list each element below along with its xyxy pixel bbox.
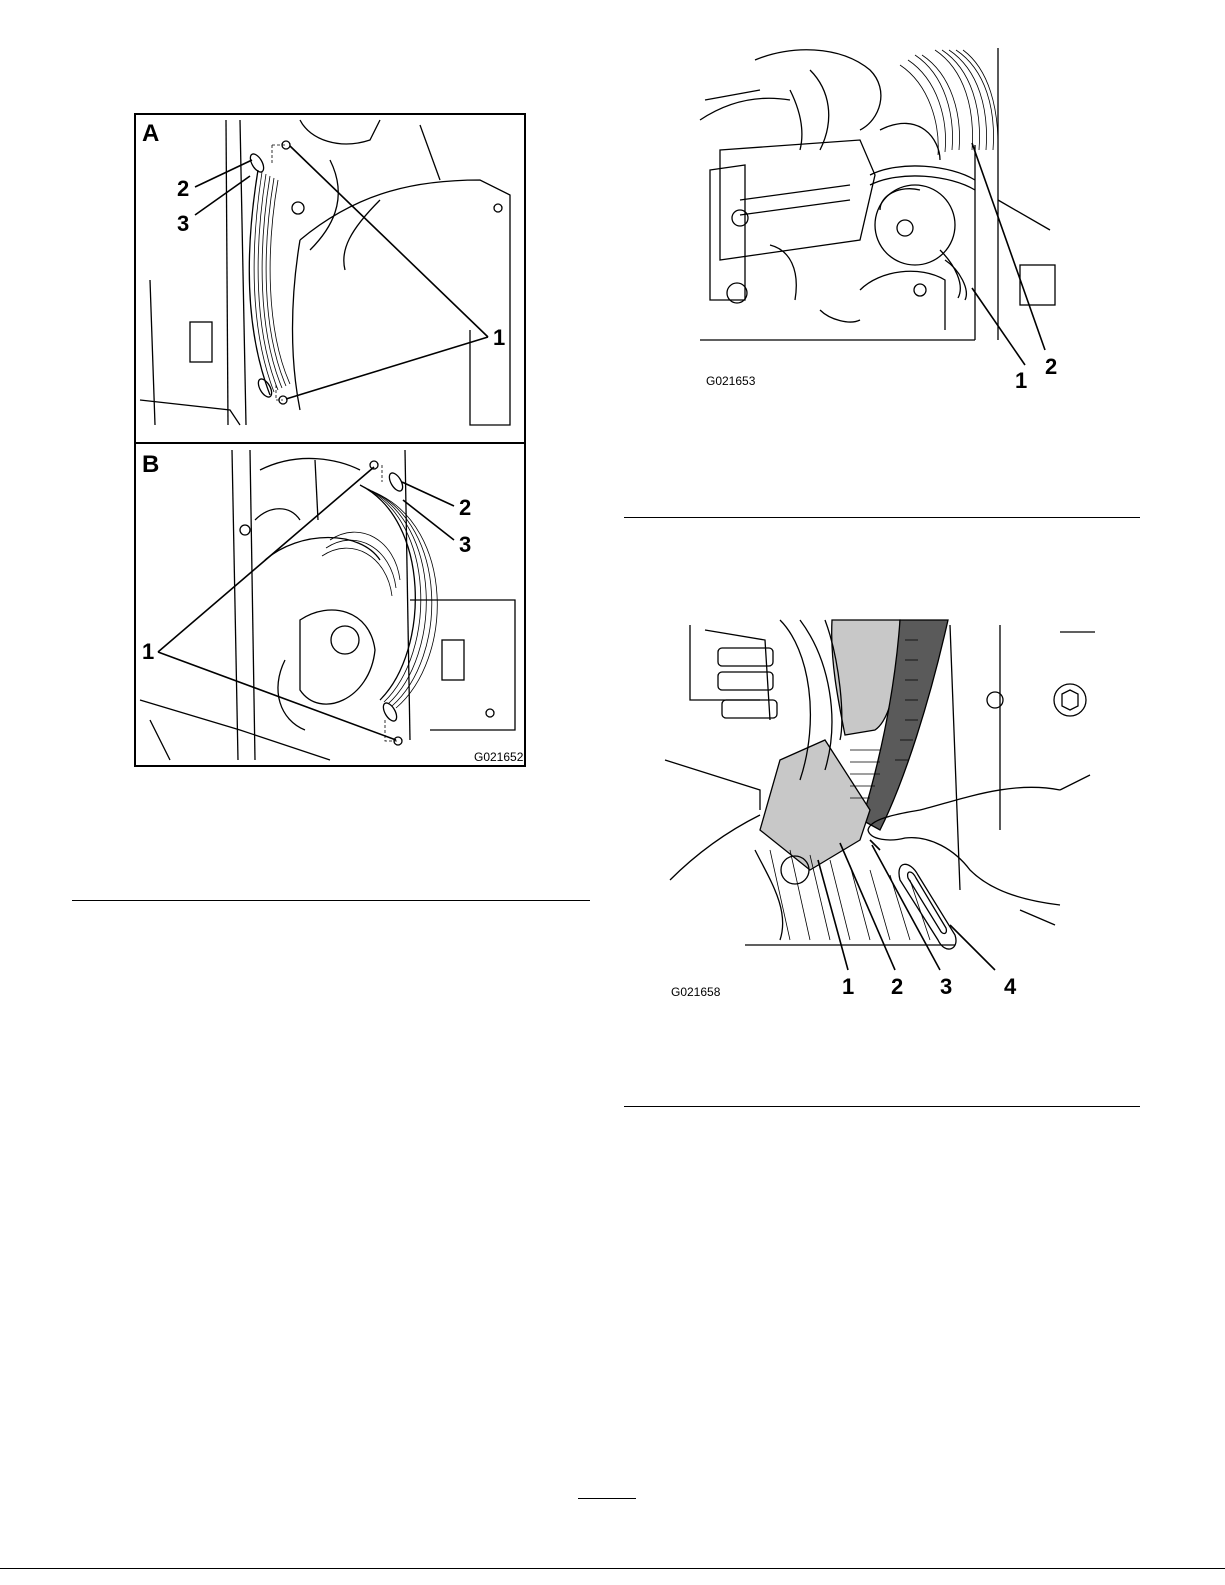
rule-right-bottom [624,1106,1140,1107]
right-bottom-callout-2: 2 [891,976,903,998]
figure-right-bottom-code: G021658 [671,986,720,998]
page-number-rule [578,1498,636,1499]
footer-rule [0,1568,1225,1569]
right-bottom-callout-1: 1 [842,976,854,998]
right-bottom-callout-4: 4 [1004,976,1016,998]
right-bottom-callout-3: 3 [940,976,952,998]
